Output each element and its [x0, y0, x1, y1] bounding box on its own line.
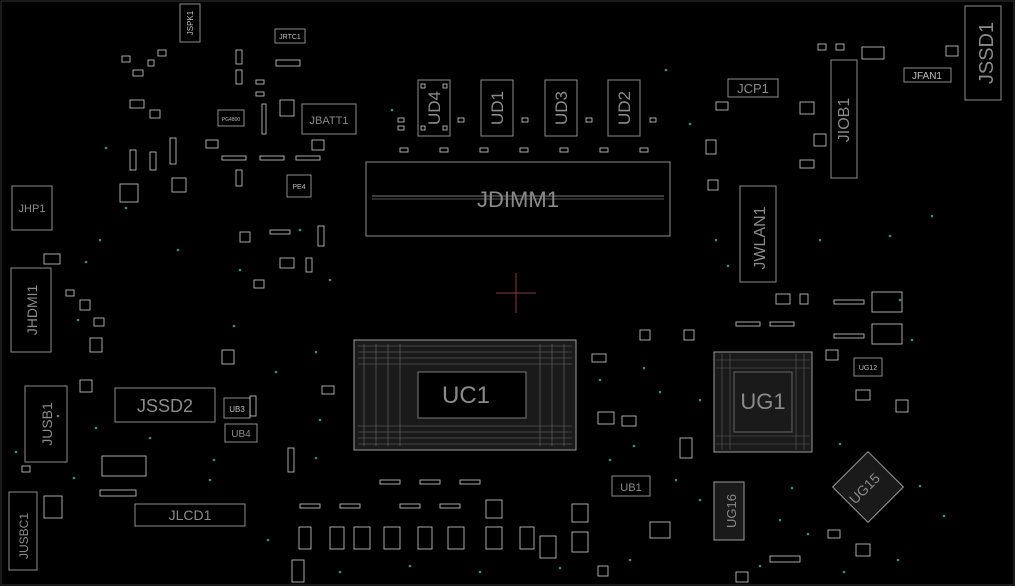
label-jiob1: JIOB1: [836, 98, 853, 143]
component-ud2[interactable]: UD2: [607, 79, 641, 137]
label-jwlan1: JWLAN1: [752, 206, 769, 269]
component-jiob1[interactable]: JIOB1: [830, 59, 858, 179]
label-ub3: UB3: [229, 405, 245, 414]
component-ub4[interactable]: UB4: [224, 423, 258, 443]
component-uc1[interactable]: UC1: [353, 339, 577, 451]
label-jssd2: JSSD2: [137, 396, 193, 416]
label-pg4800: PG4800: [222, 117, 241, 123]
component-jfan1[interactable]: JFAN1: [903, 67, 952, 83]
label-jdimm1: JDIMM1: [477, 187, 559, 212]
label-jhdmi1: JHDMI1: [24, 285, 40, 336]
label-ug16: UG16: [724, 494, 739, 528]
label-jusbc1: JUSBC1: [17, 513, 31, 559]
component-ud4[interactable]: UD4: [417, 79, 451, 137]
label-ud3: UD3: [552, 91, 571, 125]
component-ug1[interactable]: UG1: [713, 351, 813, 453]
label-pe4: PE4: [292, 184, 305, 191]
label-jbatt1: JBATT1: [310, 115, 349, 127]
left-top-small-parts: [119, 49, 325, 289]
component-jwlan1[interactable]: JWLAN1: [739, 185, 777, 283]
component-pe4[interactable]: PE4: [286, 174, 312, 198]
label-jfan1: JFAN1: [912, 71, 942, 82]
label-ud1: UD1: [488, 91, 507, 125]
component-jusbc1[interactable]: JUSBC1: [8, 491, 38, 571]
via-dots: [14, 68, 946, 574]
component-jhdmi1[interactable]: JHDMI1: [10, 267, 52, 353]
memory-pad-row: [397, 117, 657, 153]
label-ud4: UD4: [425, 91, 444, 125]
component-jdimm1[interactable]: JDIMM1: [365, 161, 671, 237]
component-jspk1[interactable]: JSPK1: [179, 3, 201, 43]
component-jrtc1[interactable]: JRTC1: [274, 28, 306, 44]
label-ug1: UG1: [740, 389, 785, 414]
label-jssd1: JSSD1: [976, 22, 998, 84]
label-ud2: UD2: [615, 91, 634, 125]
component-jusb1[interactable]: JUSB1: [24, 385, 68, 463]
label-jrtc1: JRTC1: [279, 34, 301, 41]
label-jspk1: JSPK1: [186, 10, 195, 35]
label-jlcd1: JLCD1: [169, 507, 212, 523]
component-jlcd1[interactable]: JLCD1: [134, 503, 246, 527]
component-ug12[interactable]: UG12: [853, 357, 883, 377]
bottom-center-small-parts: [221, 329, 695, 583]
label-ub1: UB1: [620, 482, 641, 494]
component-ub1[interactable]: UB1: [611, 475, 651, 497]
component-ug15[interactable]: UG15: [831, 450, 905, 524]
component-jhp1[interactable]: JHP1: [11, 185, 53, 231]
component-jbatt1[interactable]: JBATT1: [301, 103, 357, 135]
left-edge-small-parts: [21, 253, 147, 519]
component-ud3[interactable]: UD3: [544, 79, 578, 137]
label-jhp1: JHP1: [19, 203, 46, 215]
crosshair-cursor: [496, 273, 536, 313]
label-jusb1: JUSB1: [39, 402, 55, 446]
right-side-small-parts: [649, 101, 909, 583]
component-ud1[interactable]: UD1: [480, 79, 514, 137]
label-ub4: UB4: [231, 429, 251, 440]
component-jssd2[interactable]: JSSD2: [114, 387, 216, 423]
label-jcp1: JCP1: [737, 81, 769, 96]
label-uc1: UC1: [442, 382, 490, 409]
component-jssd1[interactable]: JSSD1: [964, 5, 1002, 101]
label-ug12: UG12: [859, 365, 877, 372]
component-pg4800[interactable]: PG4800: [217, 109, 245, 127]
component-ug16[interactable]: UG16: [713, 481, 745, 541]
component-jcp1[interactable]: JCP1: [727, 78, 779, 98]
